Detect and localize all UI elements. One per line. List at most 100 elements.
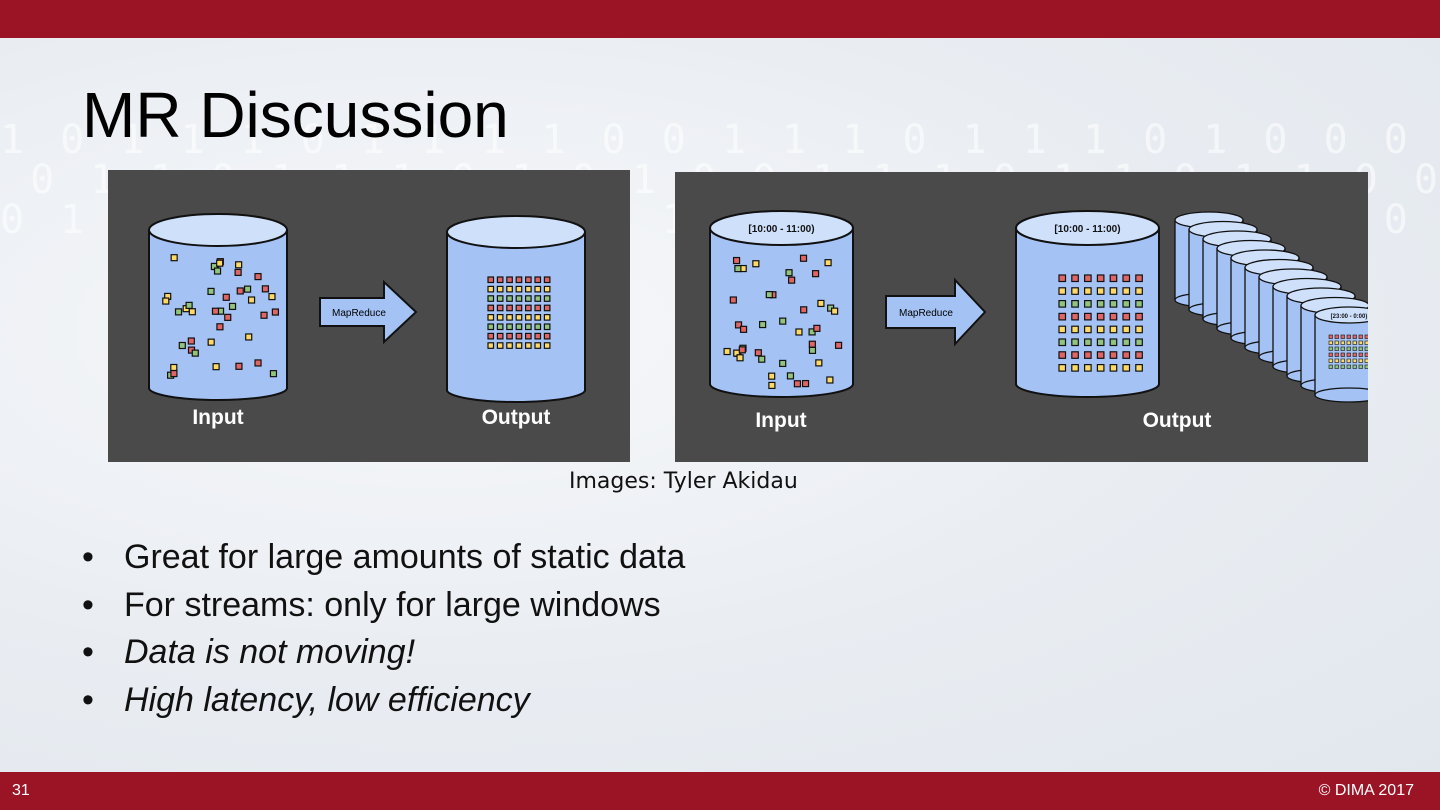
record-square (1097, 326, 1104, 333)
record-square (1335, 365, 1339, 369)
record-square (813, 271, 819, 277)
record-square (1123, 301, 1130, 308)
record-square (526, 305, 532, 311)
record-square (230, 303, 236, 309)
record-square (1347, 341, 1351, 345)
record-square (1136, 365, 1143, 372)
record-square (1097, 339, 1104, 346)
record-square (507, 277, 513, 283)
record-square (192, 350, 198, 356)
record-square (171, 255, 177, 261)
record-square (507, 305, 513, 311)
record-square (269, 294, 275, 300)
record-square (488, 315, 494, 321)
record-square (1347, 365, 1351, 369)
record-square (1072, 301, 1079, 308)
record-square (507, 324, 513, 330)
record-square (245, 286, 251, 292)
input-label: Input (755, 409, 806, 432)
record-square (535, 305, 541, 311)
record-square (755, 350, 761, 356)
record-square (1335, 353, 1339, 357)
record-square (544, 286, 550, 292)
record-square (535, 315, 541, 321)
record-square (1353, 341, 1357, 345)
record-square (1123, 339, 1130, 346)
record-square (179, 343, 185, 349)
record-square (789, 277, 795, 283)
record-square (1110, 326, 1117, 333)
record-square (516, 315, 522, 321)
record-square (171, 371, 177, 377)
record-square (1359, 335, 1363, 339)
record-square (544, 277, 550, 283)
batch-figure-svg: MapReduce Input Output (108, 170, 630, 462)
record-square (760, 322, 766, 328)
record-square (1359, 359, 1363, 363)
record-square (488, 305, 494, 311)
window-cylinder: [23:00 - 0:00) (1315, 307, 1368, 402)
arrow-label: MapReduce (332, 308, 386, 319)
record-square (507, 315, 513, 321)
stack-window-label: [23:00 - 0:00) (1331, 314, 1368, 320)
record-square (1329, 341, 1333, 345)
record-square (787, 373, 793, 379)
record-square (526, 343, 532, 349)
record-square (1341, 347, 1345, 351)
record-square (818, 300, 824, 306)
record-square (809, 341, 815, 347)
record-square (780, 360, 786, 366)
record-square (827, 377, 833, 383)
arrow-label: MapReduce (899, 308, 953, 319)
bullet-item: •For streams: only for large windows (82, 582, 685, 630)
record-square (1359, 365, 1363, 369)
record-square (1136, 301, 1143, 308)
record-square (1359, 353, 1363, 357)
record-square (270, 371, 276, 377)
record-square (1072, 352, 1079, 359)
record-square (526, 296, 532, 302)
record-square (526, 277, 532, 283)
record-square (488, 296, 494, 302)
record-square (769, 382, 775, 388)
record-square (769, 373, 775, 379)
record-square (1072, 288, 1079, 295)
output-label: Output (1143, 409, 1212, 432)
record-square (1097, 313, 1104, 320)
record-square (1329, 359, 1333, 363)
record-square (497, 286, 503, 292)
page-number: 31 (12, 782, 30, 800)
record-square (1059, 313, 1066, 320)
record-square (1059, 275, 1066, 282)
record-square (1329, 365, 1333, 369)
record-square (816, 360, 822, 366)
record-square (1097, 275, 1104, 282)
record-square (261, 312, 267, 318)
bottom-brand-bar: 31 © DIMA 2017 (0, 772, 1440, 810)
record-square (208, 339, 214, 345)
record-square (1347, 347, 1351, 351)
record-square (488, 333, 494, 339)
record-square (1353, 365, 1357, 369)
record-square (488, 343, 494, 349)
slide-title: MR Discussion (82, 78, 509, 152)
record-square (507, 286, 513, 292)
record-square (1365, 347, 1368, 351)
record-square (1359, 347, 1363, 351)
record-square (188, 338, 194, 344)
record-square (516, 286, 522, 292)
record-square (1335, 335, 1339, 339)
record-square (759, 356, 765, 362)
record-square (735, 266, 741, 272)
record-square (739, 347, 745, 353)
record-square (1359, 341, 1363, 345)
record-square (236, 363, 242, 369)
record-square (535, 286, 541, 292)
record-square (1136, 339, 1143, 346)
bullet-list: •Great for large amounts of static data … (82, 534, 685, 724)
record-square (1341, 341, 1345, 345)
record-square (1136, 313, 1143, 320)
record-square (212, 308, 218, 314)
record-square (1097, 301, 1104, 308)
record-square (526, 333, 532, 339)
